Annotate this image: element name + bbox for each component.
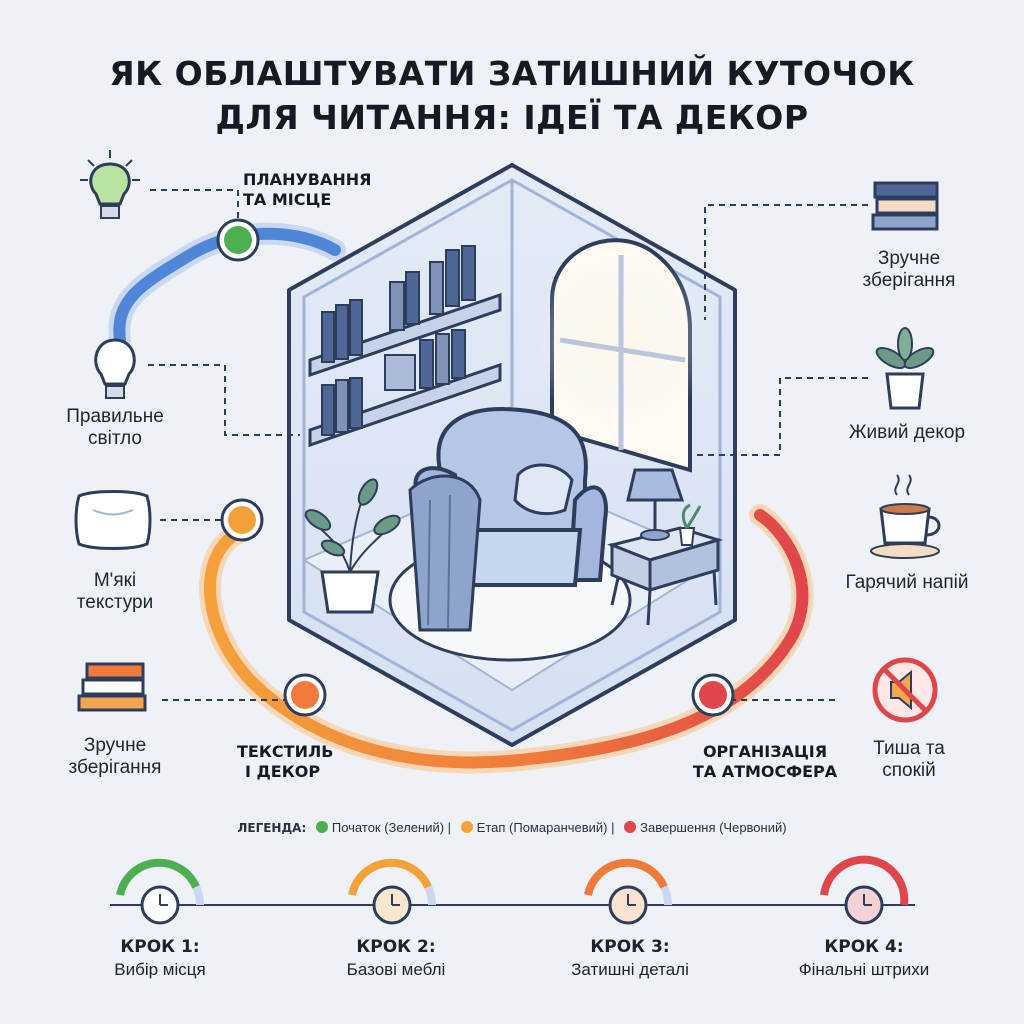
mute-icon: [872, 657, 938, 723]
right-label-living-decor-line-1: Живий декор: [848, 422, 966, 443]
legend-stage-label: Етап (Помаранчевий) |: [476, 820, 615, 835]
right-label-storage-line-1: Зручне: [877, 248, 941, 269]
right-label-storage-line-2: зберігання: [862, 270, 956, 291]
stage-organization-line-2: ТА АТМОСФЕРА: [692, 762, 838, 781]
left-label-light-line-1: Правильне: [66, 406, 164, 427]
left-label-textures-line-2: текстури: [76, 592, 154, 613]
stage-textile-line-1: ТЕКСТИЛЬ: [237, 742, 334, 761]
left-label-storage-line-2: зберігання: [68, 757, 162, 778]
left-label-light: Правильне світло: [40, 406, 190, 450]
step-2-subtitle: Базові меблі: [346, 960, 446, 979]
step-2-title: КРОК 2:: [356, 937, 436, 957]
bookshelf-illustration: [308, 245, 502, 448]
step-2-clock-icon: [348, 858, 436, 925]
step-3-title: КРОК 3:: [590, 937, 670, 957]
armchair-illustration: [408, 407, 608, 632]
step-3-subtitle: Затишні деталі: [571, 960, 689, 979]
legend: ЛЕГЕНДА: Початок (Зелений) | Етап (Помар…: [0, 820, 1024, 835]
right-label-storage: Зручне зберігання: [834, 248, 984, 292]
stage-planning-line-1: ПЛАНУВАННЯ: [243, 170, 372, 189]
right-label-quiet-line-1: Тиша та: [873, 738, 945, 759]
stage-planning-line-2: ТА МІСЦЕ: [243, 190, 332, 209]
legend-stage-dot: [460, 821, 473, 833]
stage-organization-line-1: ОРГАНІЗАЦІЯ: [702, 742, 828, 761]
stage-label-textile: ТЕКСТИЛЬ І ДЕКОР: [237, 742, 333, 782]
step-1-clock-icon: [116, 858, 204, 925]
side-table-lamp-illustration: [607, 468, 724, 626]
right-label-quiet-line-2: спокій: [882, 760, 936, 781]
plant-icon: [875, 327, 935, 410]
lightbulb-green-icon: [80, 150, 140, 219]
step-4-clock-icon: [820, 855, 909, 925]
left-label-storage-line-1: Зручне: [83, 735, 147, 756]
tea-cup-icon: [870, 474, 941, 559]
left-label-light-line-2: світло: [88, 428, 142, 449]
step-4-subtitle: Фінальні штрихи: [798, 960, 930, 979]
right-label-hot-drink-line-1: Гарячий напій: [845, 572, 969, 593]
lightbulb-icon: [94, 338, 136, 399]
left-label-storage: Зручне зберігання: [40, 735, 190, 779]
right-label-hot-drink: Гарячий напій: [822, 572, 992, 594]
right-label-quiet: Тиша та спокій: [834, 738, 984, 782]
stage-label-organization: ОРГАНІЗАЦІЯ ТА АТМОСФЕРА: [690, 742, 840, 782]
stage-label-planning: ПЛАНУВАННЯ ТА МІСЦЕ: [243, 170, 371, 210]
page-title: ЯК ОБЛАШТУВАТИ ЗАТИШНИЙ КУТОЧОК ДЛЯ ЧИТА…: [0, 52, 1024, 140]
left-label-textures-line-1: М'які: [93, 570, 137, 591]
room-plant-illustration: [304, 478, 401, 614]
pillow-icon: [74, 490, 152, 550]
step-1-title: КРОК 1:: [120, 937, 200, 957]
legend-start-dot: [315, 821, 328, 833]
legend-finish-dot: [624, 821, 637, 833]
title-line-2: ДЛЯ ЧИТАННЯ: ІДЕЇ ТА ДЕКОР: [215, 98, 809, 137]
legend-heading: ЛЕГЕНДА:: [237, 821, 307, 835]
window-illustration: [530, 238, 710, 473]
title-line-1: ЯК ОБЛАШТУВАТИ ЗАТИШНИЙ КУТОЧОК: [109, 54, 915, 93]
right-label-living-decor: Живий декор: [822, 422, 992, 444]
books-icon: [77, 662, 147, 712]
step-1-subtitle: Вибір місця: [114, 960, 206, 979]
left-label-textures: М'які текстури: [40, 570, 190, 614]
step-4-title: КРОК 4:: [824, 937, 904, 957]
book-stack-icon: [871, 181, 939, 231]
stage-textile-line-2: І ДЕКОР: [245, 762, 321, 781]
legend-finish-label: Завершення (Червоний): [640, 820, 787, 835]
legend-start-label: Початок (Зелений) |: [331, 820, 452, 835]
step-3-clock-icon: [584, 858, 672, 925]
